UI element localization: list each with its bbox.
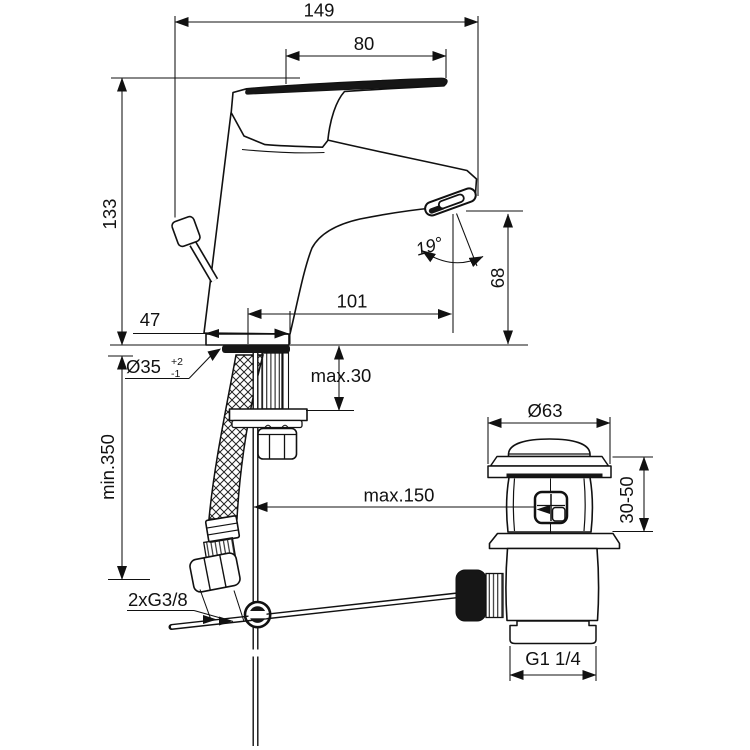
- dim-waste-deck-range-label: 30-50: [616, 476, 637, 523]
- dim-spout-reach-label: 101: [337, 291, 368, 312]
- dim-rod-length: max.150: [253, 485, 535, 512]
- pop-up-waste-side-view: [455, 438, 621, 645]
- dim-rod-length-label: max.150: [364, 485, 435, 506]
- dim-supply-thread-label: 2xG3/8: [128, 589, 188, 610]
- dim-base-depth-label: 47: [140, 309, 161, 330]
- rod-pivot-joint: [243, 600, 272, 629]
- waste-lower-flange: [488, 532, 621, 550]
- mounting-shank: [261, 352, 290, 410]
- dim-hole-tol-plus-label: +2: [171, 356, 183, 368]
- dim-deck-thickness-label: max.30: [311, 365, 372, 386]
- waste-window: [533, 490, 569, 525]
- dim-deck-thickness: max.30: [306, 345, 372, 412]
- faucet-side-view: [171, 77, 478, 353]
- mounting-bracket: [228, 408, 308, 429]
- knob-stem: [189, 241, 219, 283]
- dim-waste-deck-range: 30-50: [612, 456, 653, 533]
- dim-total-width: 149: [174, 0, 479, 218]
- dim-handle-length-label: 80: [354, 33, 375, 54]
- waste-top-flange: [487, 455, 612, 479]
- dim-outlet-height-label: 68: [487, 268, 508, 289]
- waste-knurled-nut: [455, 569, 487, 622]
- body-joint-line: [241, 148, 325, 154]
- dim-hole-diameter: Ø35 +2 -1: [125, 348, 221, 380]
- lever-knob: [171, 215, 201, 248]
- mounting-nut: [257, 427, 298, 460]
- dim-waste-flange-diameter-label: Ø63: [528, 400, 563, 421]
- supply-nut: [189, 552, 241, 593]
- spout-aerator: [424, 187, 477, 217]
- hose-ferrule: [204, 515, 241, 543]
- dim-waste-outlet-thread-label: G1 1/4: [525, 648, 581, 669]
- dim-hose-length-label: min.350: [97, 434, 118, 500]
- dim-base-depth: 47: [133, 309, 291, 344]
- dim-waste-outlet-thread: G1 1/4: [509, 646, 597, 681]
- dim-spout-reach: 101: [247, 291, 452, 344]
- handle-top-strip: [245, 77, 448, 95]
- dim-hole-diameter-label: Ø35: [126, 356, 161, 377]
- dim-height: 133: [99, 77, 300, 346]
- dim-hose-length: min.350: [97, 355, 150, 581]
- rod-end-arrow: [536, 505, 550, 514]
- dim-supply-thread: 2xG3/8: [127, 589, 245, 626]
- dim-height-label: 133: [99, 199, 120, 230]
- waste-threaded-collar: [485, 572, 504, 619]
- dim-waste-flange-diameter: Ø63: [487, 400, 611, 464]
- dim-hole-tol-minus-label: -1: [171, 368, 180, 380]
- waste-outlet-thread: [509, 620, 597, 645]
- dim-outlet-height: 68: [466, 210, 523, 345]
- waste-body-lower: [505, 547, 600, 622]
- base-gasket: [222, 345, 290, 353]
- dim-total-width-label: 149: [304, 0, 335, 21]
